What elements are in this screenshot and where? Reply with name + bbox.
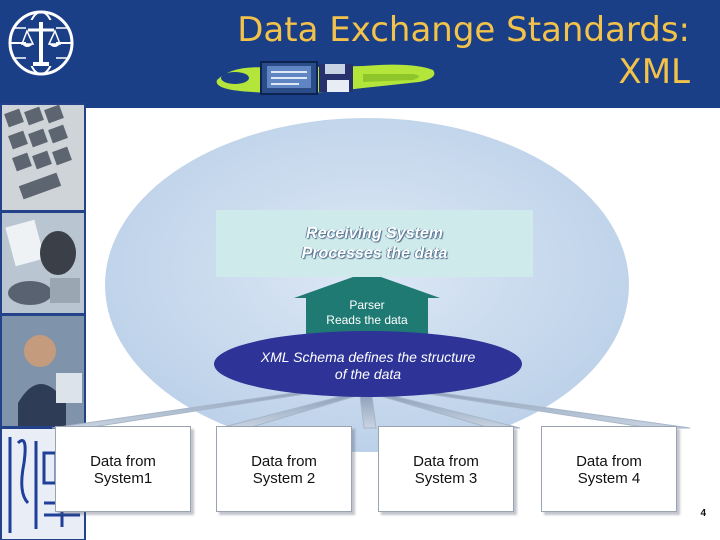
receiving-system-line-1: Receiving System [306, 224, 443, 242]
data-source-box-system-1: Data from System1 [55, 426, 191, 512]
source-line-1: Data from [251, 453, 317, 470]
schema-line-2: of the data [334, 366, 402, 382]
computer-disk-banner-art [216, 61, 435, 95]
data-flow-connectors [51, 391, 691, 429]
source-line-2: System1 [93, 470, 153, 487]
xml-schema-label: XML Schema defines the structure of the … [214, 340, 522, 392]
parser-line-1: Parser [349, 298, 385, 312]
parser-line-2: Reads the data [326, 313, 408, 327]
header-bar [0, 0, 720, 108]
source-line-2: System 4 [577, 470, 641, 487]
page-number: 4 [700, 508, 706, 519]
source-line-1: Data from [576, 453, 642, 470]
data-source-box-system-3: Data from System 3 [378, 426, 514, 512]
data-source-box-system-2: Data from System 2 [216, 426, 352, 512]
source-line-2: System 3 [414, 470, 478, 487]
data-source-box-system-4: Data from System 4 [541, 426, 677, 512]
schema-line-1: XML Schema defines the structure [260, 349, 476, 365]
xml-schema-oval [214, 331, 522, 397]
source-line-2: System 2 [252, 470, 316, 487]
parser-up-arrow [294, 272, 440, 336]
slide-title-line-2: XML [618, 52, 690, 92]
scales-of-justice-logo [8, 10, 74, 76]
receiving-system-line-2: Processes the data [301, 244, 448, 262]
slide-title-line-1: Data Exchange Standards: [237, 10, 690, 50]
receiving-system-box: Receiving System Processes the data [216, 210, 533, 277]
source-line-1: Data from [413, 453, 479, 470]
parser-label: Parser Reads the data [306, 293, 428, 333]
source-line-1: Data from [90, 453, 156, 470]
